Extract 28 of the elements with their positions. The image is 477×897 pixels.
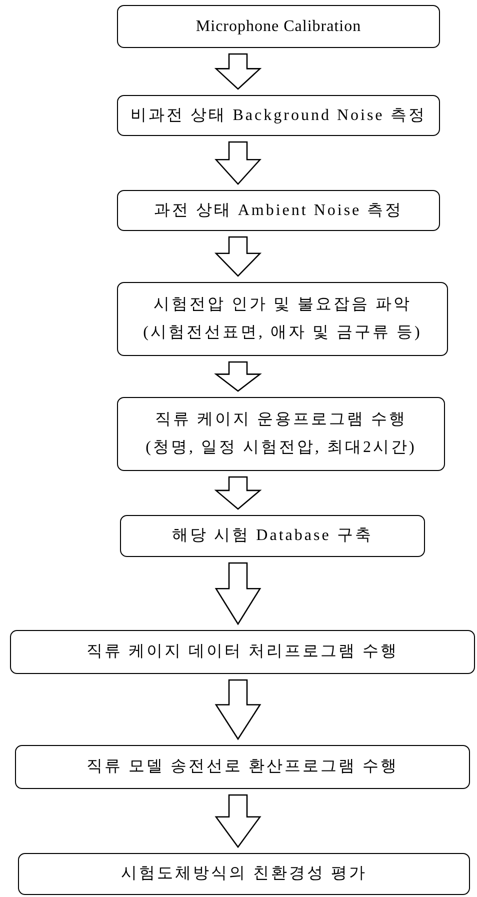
process-box: [10, 630, 475, 674]
step-text: 직류 케이지 운용프로그램 수행: [155, 410, 407, 430]
process-box: [117, 5, 440, 48]
hollow-down-arrow: [214, 476, 262, 510]
process-box: [120, 515, 425, 557]
step-text: 비과전 상태 Background Noise 측정: [130, 106, 426, 126]
hollow-down-arrow: [214, 53, 262, 90]
step-text: Microphone Calibration: [196, 16, 362, 36]
step-text: (청명, 일정 시험전압, 최대2시간): [146, 438, 416, 458]
process-box: [117, 282, 448, 356]
process-box: [117, 95, 440, 136]
step-text: 시험전압 인가 및 불요잡음 파악: [154, 295, 412, 315]
hollow-down-arrow: [214, 141, 262, 185]
hollow-down-arrow: [214, 562, 262, 626]
hollow-down-arrow: [214, 361, 262, 392]
step-text: (시험전선표면, 애자 및 금구류 등): [143, 323, 422, 343]
hollow-down-arrow: [214, 236, 262, 277]
hollow-down-arrow: [214, 794, 262, 848]
process-box: [18, 853, 470, 895]
step-text: 해당 시험 Database 구축: [172, 526, 373, 546]
process-box: [117, 190, 440, 231]
step-text: 직류 케이지 데이터 처리프로그램 수행: [86, 642, 398, 662]
hollow-down-arrow: [214, 679, 262, 740]
step-text: 과전 상태 Ambient Noise 측정: [154, 200, 404, 220]
process-box: [117, 397, 445, 471]
process-box: [15, 745, 470, 789]
step-text: 직류 모델 송전선로 환산프로그램 수행: [86, 757, 398, 777]
step-text: 시험도체방식의 친환경성 평가: [121, 864, 367, 884]
